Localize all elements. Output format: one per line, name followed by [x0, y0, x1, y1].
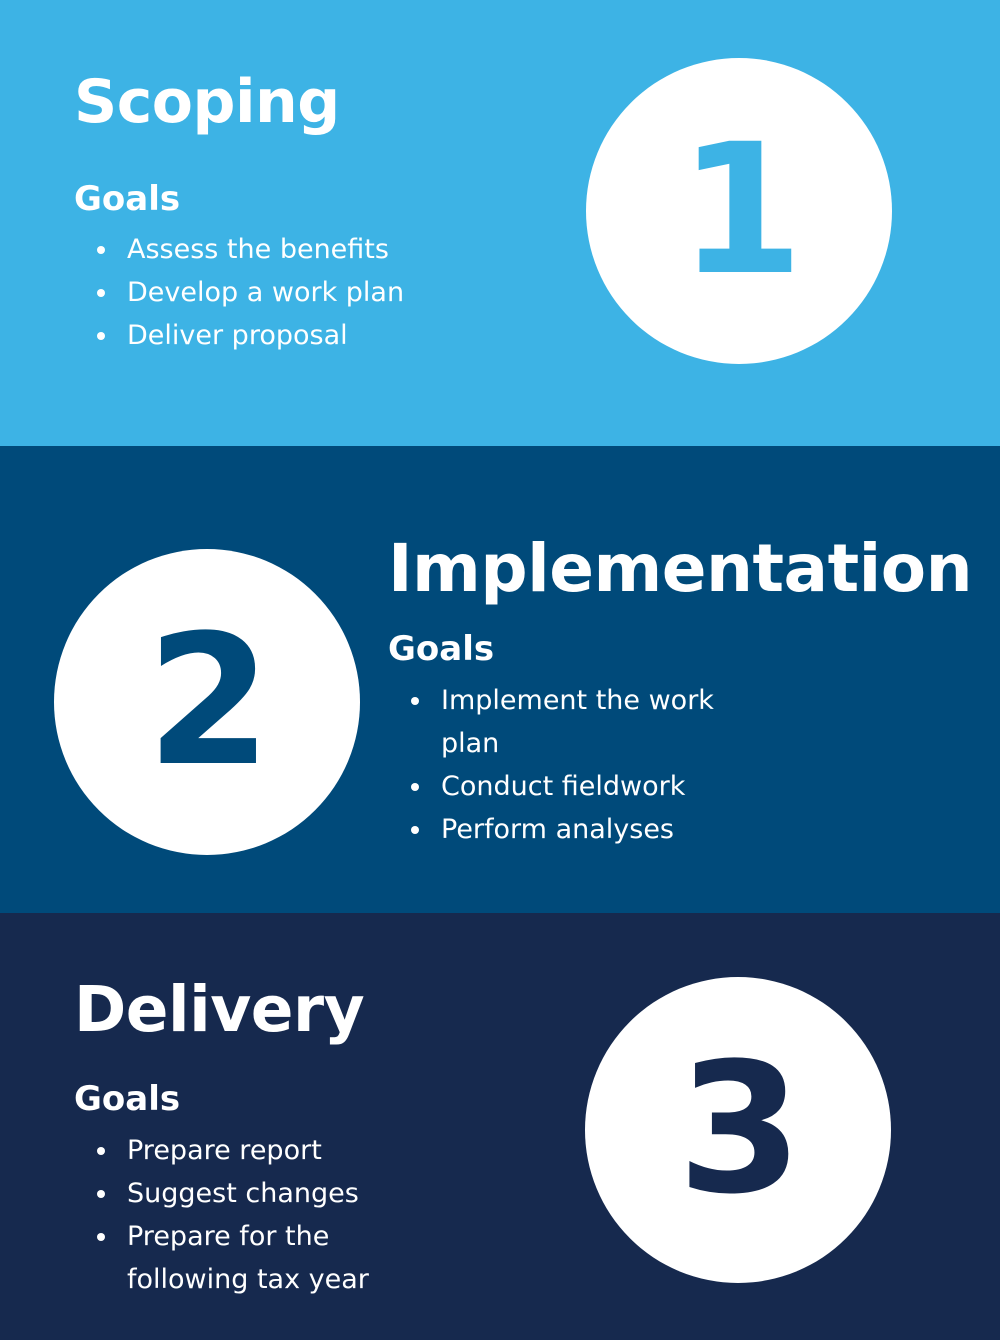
step-2-goals-heading: Goals [388, 629, 495, 669]
goal-item: Conduct fieldwork [388, 765, 758, 808]
step-2-number: 2 [146, 597, 271, 806]
step-3-number: 3 [677, 1025, 802, 1234]
goal-item: Implement the work plan [388, 679, 758, 765]
step-2-number-badge: 2 [54, 549, 360, 855]
step-2-goals-list: Implement the work plan Conduct fieldwor… [388, 679, 758, 851]
step-3-goals-list: Prepare report Suggest changes Prepare f… [74, 1129, 434, 1301]
step-1-number: 1 [678, 106, 803, 315]
step-2-title: Implementation [388, 530, 973, 607]
goal-item: Develop a work plan [74, 271, 404, 314]
goal-item: Perform analyses [388, 808, 758, 851]
step-1-goals-list: Assess the benefits Develop a work plan … [74, 228, 404, 357]
step-1-title: Scoping [74, 67, 340, 137]
goal-item: Prepare for the following tax year [74, 1215, 434, 1301]
step-3-title: Delivery [74, 973, 365, 1046]
goal-item: Suggest changes [74, 1172, 434, 1215]
goal-item: Assess the benefits [74, 228, 404, 271]
goal-item: Deliver proposal [74, 314, 404, 357]
goal-item: Prepare report [74, 1129, 434, 1172]
step-1-goals-heading: Goals [74, 179, 181, 219]
step-3-goals-heading: Goals [74, 1079, 181, 1119]
step-1-number-badge: 1 [586, 58, 892, 364]
step-3-number-badge: 3 [585, 977, 891, 1283]
